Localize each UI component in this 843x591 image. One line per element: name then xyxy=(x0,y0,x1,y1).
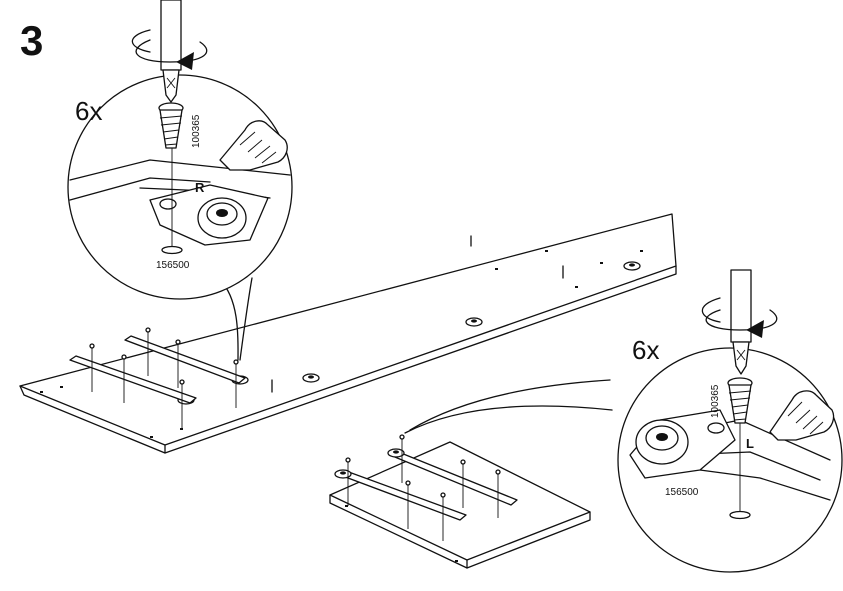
screwdriver-icon xyxy=(730,269,752,375)
small-panel xyxy=(329,441,591,569)
quantity-label: 6x xyxy=(75,96,102,126)
screw-hole xyxy=(161,245,183,255)
screw-icon xyxy=(727,377,753,424)
hinge-plate-icon xyxy=(334,469,352,479)
side-mark: L xyxy=(746,436,754,451)
screw-icon xyxy=(158,102,184,149)
hinge-part-number: 156500 xyxy=(156,260,190,271)
hand-press-icon xyxy=(769,390,835,441)
screw-part-number: 100365 xyxy=(710,384,721,418)
callout-bottom: L 156500 100365 6x xyxy=(404,269,843,573)
hand-press-icon xyxy=(219,120,288,171)
step-number: 3 xyxy=(20,17,43,64)
screw-part-number: 100365 xyxy=(191,114,202,148)
hinge-plate-icon xyxy=(629,409,736,479)
large-panel xyxy=(19,213,677,454)
quantity-label: 6x xyxy=(632,335,659,365)
callout-top: R 156500 100365 6x xyxy=(67,0,293,361)
screwdriver-icon xyxy=(160,0,182,103)
side-mark: R xyxy=(195,180,205,195)
hinge-plate-icon xyxy=(623,261,641,271)
detail-circle xyxy=(67,74,293,300)
hinge-plate-icon xyxy=(465,317,483,327)
rotation-arrow-icon xyxy=(131,29,208,70)
detail-circle xyxy=(617,347,843,573)
hinge-plate-icon xyxy=(302,373,320,383)
hinge-part-number: 156500 xyxy=(665,487,699,498)
rotation-arrow-icon xyxy=(701,297,778,338)
rail xyxy=(69,335,246,404)
screw-hole xyxy=(729,510,751,520)
hinge-plate-icon xyxy=(149,184,269,246)
